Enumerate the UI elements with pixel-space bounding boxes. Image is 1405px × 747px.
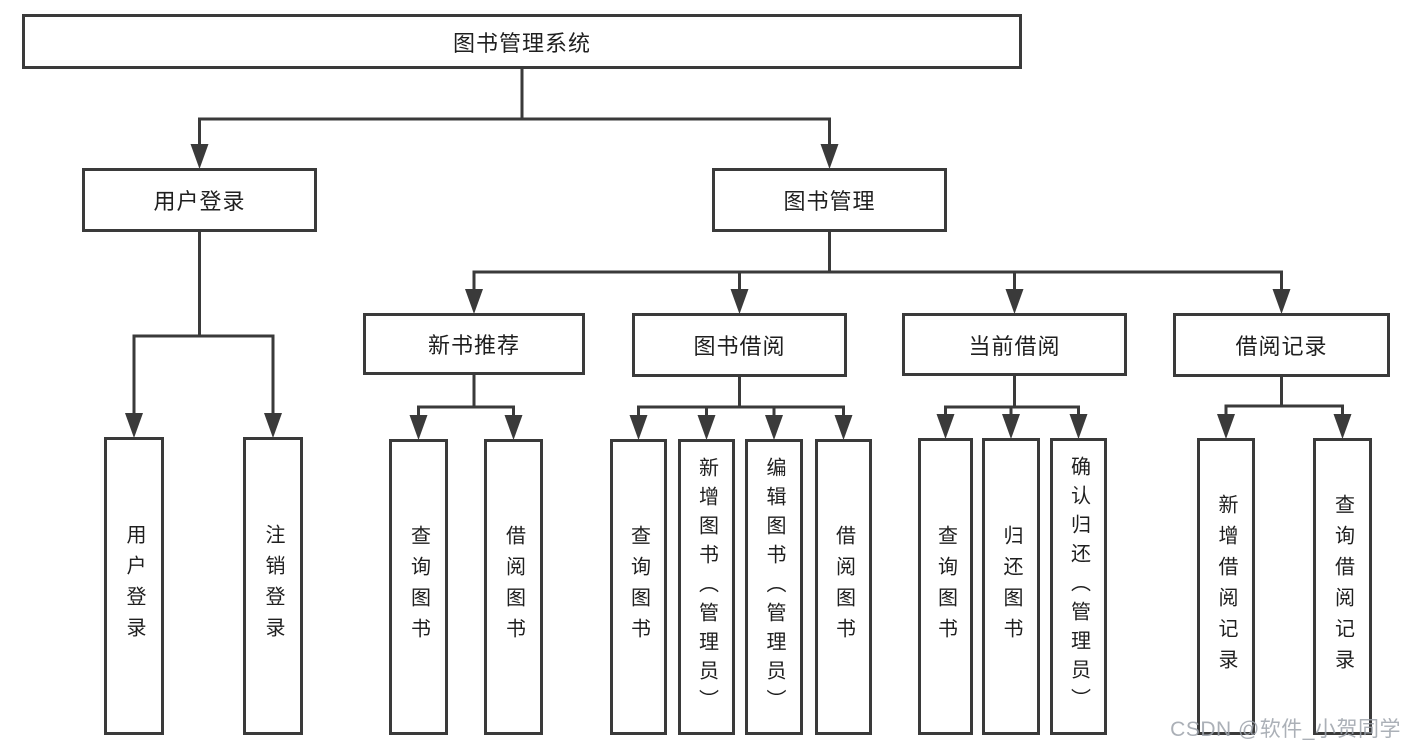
node-label: 查询图书 [407,525,430,649]
arrowhead-icon [1005,289,1024,314]
arrowhead-icon [820,144,839,169]
arrowhead-icon [697,415,716,440]
node-label: 编辑图书（管理员） [763,456,785,718]
arrowhead-icon [190,144,209,169]
node-leaf-query-book-1: 查询图书 [389,439,448,735]
node-leaf-query-book-2: 查询图书 [610,439,667,735]
arrowhead-icon [1069,414,1088,439]
node-label: 当前借阅 [968,333,1061,359]
node-label: 借阅图书 [502,525,525,649]
node-book-borrow: 图书借阅 [632,313,847,377]
arrowhead-icon [629,415,648,440]
node-label: 图书管理系统 [452,30,591,56]
node-leaf-user-login: 用户登录 [104,437,164,735]
arrowhead-icon [1333,414,1352,439]
node-borrow-records: 借阅记录 [1173,313,1390,377]
node-label: 新增图书（管理员） [695,456,718,718]
arrowhead-icon [730,289,749,314]
arrowhead-icon [834,415,853,440]
node-leaf-add-book: 新增图书（管理员） [678,439,735,735]
node-leaf-borrow-book-1: 借阅图书 [484,439,543,735]
node-label: 用户登录 [153,189,246,214]
node-root: 图书管理系统 [22,14,1022,69]
arrowhead-icon [504,415,523,440]
node-label: 查询借阅记录 [1331,493,1354,680]
node-label: 注销登录 [262,524,284,648]
arrowhead-icon [1002,414,1020,439]
node-label: 新增借阅记录 [1215,493,1237,680]
node-label: 查询图书 [934,524,957,649]
node-leaf-query-book-3: 查询图书 [918,438,973,735]
arrowhead-icon [1272,289,1291,314]
arrowhead-icon [936,414,955,439]
arrowhead-icon [409,415,428,440]
node-label: 查询图书 [627,525,650,649]
node-user-login: 用户登录 [82,168,317,232]
node-label: 确认归还（管理员） [1067,456,1090,717]
node-leaf-confirm-return: 确认归还（管理员） [1050,438,1107,735]
node-leaf-return-book: 归还图书 [982,438,1040,735]
node-leaf-add-borrow-record: 新增借阅记录 [1197,438,1255,735]
arrowhead-icon [125,413,143,438]
node-label: 归还图书 [1000,524,1022,649]
node-leaf-query-borrow-record: 查询借阅记录 [1313,438,1372,735]
node-label: 用户登录 [123,524,145,648]
node-book-mgmt: 图书管理 [712,168,947,232]
node-leaf-logout: 注销登录 [243,437,303,735]
node-label: 借阅图书 [832,525,855,649]
arrowhead-icon [465,289,483,314]
node-label: 图书借阅 [693,334,786,359]
arrowhead-icon [1217,414,1235,439]
arrowhead-icon [264,413,282,438]
node-current-borrow: 当前借阅 [902,313,1127,376]
arrowhead-icon [765,415,783,440]
node-label: 借阅记录 [1235,334,1328,359]
node-label: 图书管理 [783,189,876,214]
node-new-book-rec: 新书推荐 [363,313,585,375]
node-leaf-edit-book: 编辑图书（管理员） [745,439,803,735]
node-leaf-borrow-book-2: 借阅图书 [815,439,872,735]
node-label: 新书推荐 [427,333,520,358]
